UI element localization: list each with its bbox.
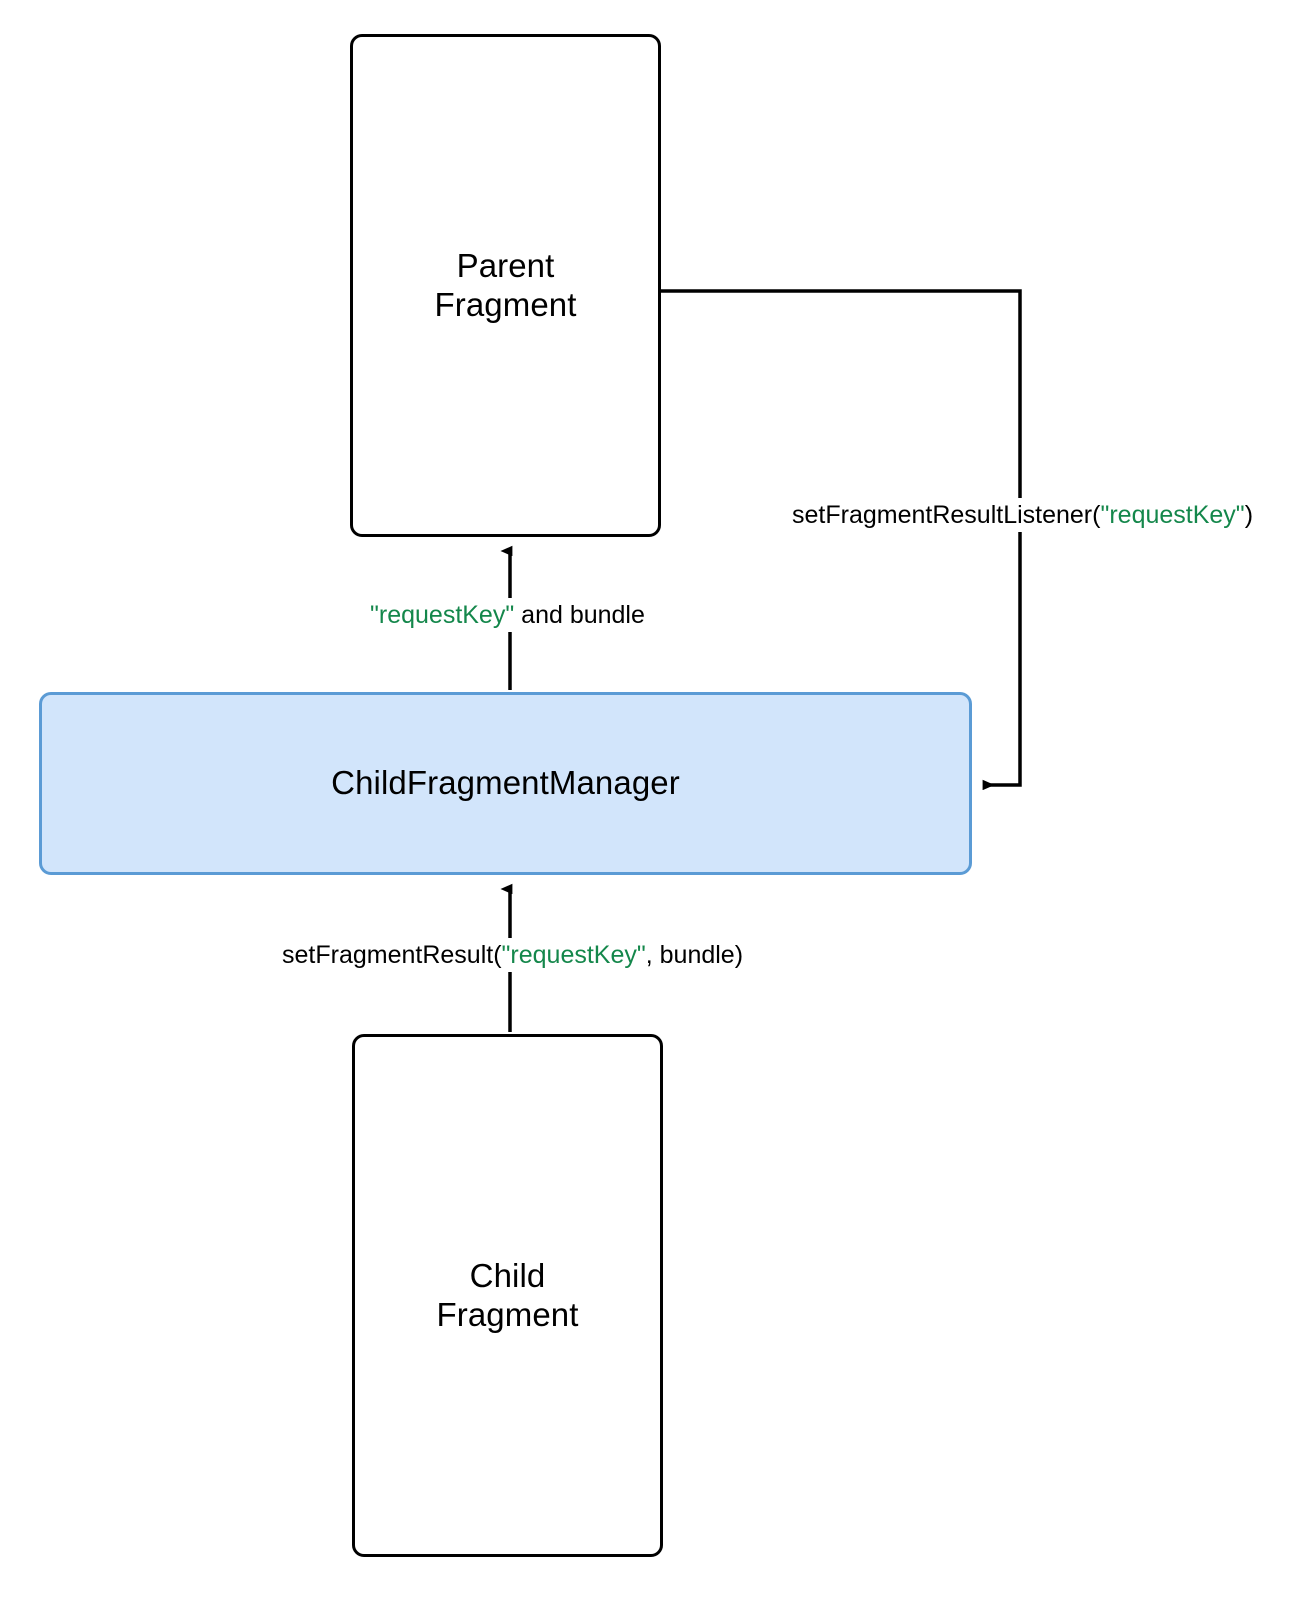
node-parent-fragment[interactable]: Parent Fragment (350, 34, 661, 537)
node-child-fragment-manager-label: ChildFragmentManager (331, 764, 680, 802)
edge-label-set-result-request-key: "requestKey" (501, 941, 646, 969)
edge-label-listener-request-key: "requestKey" (1100, 501, 1245, 529)
edge-label-set-fragment-result-listener: setFragmentResultListener("requestKey") (786, 498, 1260, 532)
node-child-fragment-label: Child Fragment (436, 1257, 579, 1333)
node-parent-fragment-label: Parent Fragment (434, 247, 577, 323)
edge-label-set-result-prefix: setFragmentResult( (282, 941, 502, 969)
edge-label-request-key-and-bundle: "requestKey" and bundle (364, 598, 651, 632)
edge-label-set-fragment-result: setFragmentResult("requestKey", bundle) (276, 938, 750, 972)
edge-label-listener-prefix: setFragmentResultListener( (792, 501, 1101, 529)
node-child-fragment[interactable]: Child Fragment (352, 1034, 663, 1557)
edge-label-set-result-suffix: , bundle) (645, 941, 744, 969)
node-child-fragment-manager[interactable]: ChildFragmentManager (39, 692, 972, 875)
edge-label-listener-suffix: ) (1244, 501, 1254, 529)
edge-label-result-bundle-request-key: "requestKey" (370, 601, 515, 629)
edge-label-result-bundle-suffix: and bundle (514, 601, 645, 629)
